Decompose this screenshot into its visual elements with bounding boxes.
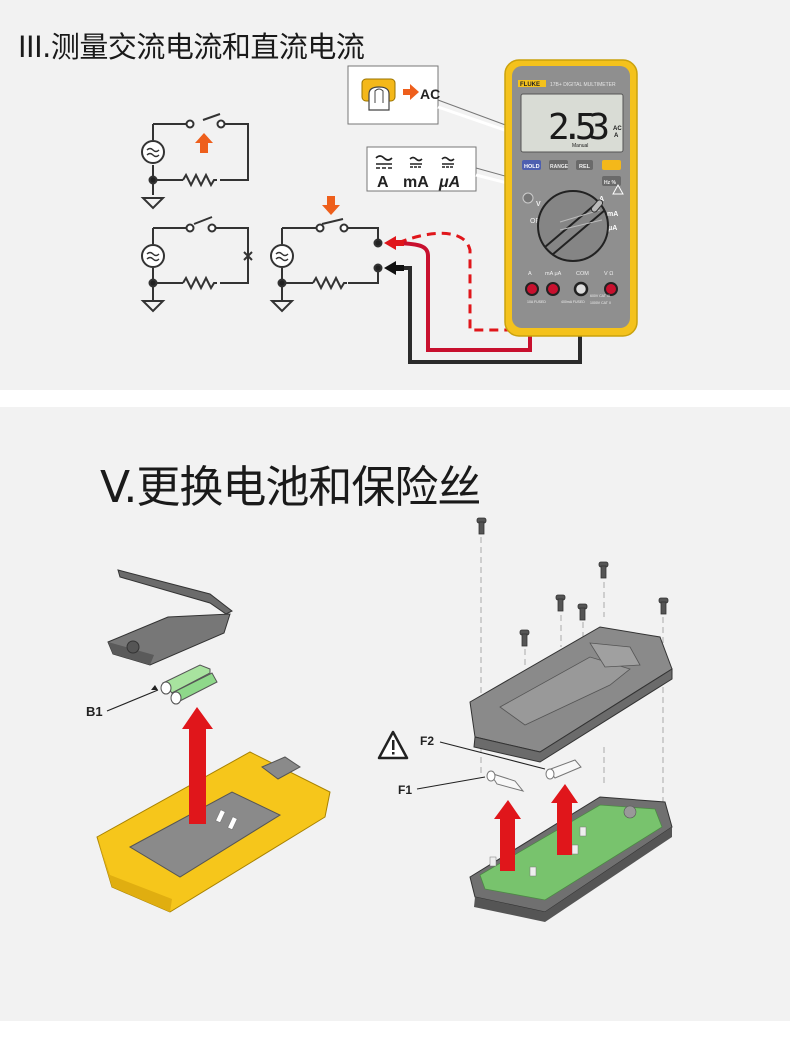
current-measurement-diagram: AC A mA μA FLUKE 17B+ DIGITAL MULTIMETER… — [140, 59, 638, 364]
red-lead-dashed — [397, 231, 554, 332]
section-replace-battery-fuse: V.更换电池和保险丝 B1 — [0, 407, 790, 1021]
function-button[interactable] — [602, 160, 621, 170]
jack-ma-ua[interactable] — [546, 282, 560, 296]
red-lead — [397, 241, 532, 352]
jack-label-a: A — [528, 271, 532, 277]
screw-2 — [519, 629, 530, 669]
callout-ac-label: AC — [420, 86, 440, 102]
display-unit-ac: AC — [613, 126, 622, 132]
black-probe-arrow-icon — [384, 261, 404, 275]
range-label-ua: μA — [438, 174, 460, 191]
fuse-label-f1: F1 — [398, 783, 412, 797]
jack-note-cat2: 1000V CAT II — [590, 301, 611, 305]
jack-v-ohm[interactable] — [604, 282, 618, 296]
jack-note-ma: 400mA FUSED — [561, 300, 585, 304]
ground-icon — [140, 300, 166, 313]
circuit-3 — [269, 218, 383, 313]
batteries — [160, 664, 218, 705]
screw-6 — [658, 597, 669, 817]
dial-label-a: A — [599, 196, 604, 203]
break-mark-icon — [243, 251, 253, 261]
range-label-ma: mA — [403, 174, 429, 191]
ground-icon — [140, 197, 166, 210]
orange-down-arrow-icon — [322, 196, 340, 215]
brand-badge — [518, 80, 546, 87]
rotary-dial[interactable] — [537, 190, 609, 262]
meter-top-housing — [469, 626, 673, 763]
screw-5 — [598, 561, 609, 787]
jack-label-com: COM — [576, 271, 589, 277]
screw-4 — [577, 603, 588, 637]
yellow-function-button-press-icon — [361, 78, 396, 111]
resistor-icon — [182, 172, 217, 188]
red-up-arrow-icon — [182, 707, 213, 824]
resistor-icon — [182, 275, 217, 291]
jack-label-ma-ua: mA μA — [545, 271, 562, 277]
orange-up-arrow-icon — [195, 133, 213, 153]
fuse-label-f2: F2 — [420, 734, 434, 748]
test-leads — [397, 231, 582, 364]
rel-button[interactable] — [576, 160, 593, 170]
section-title-measure-current: III.测量交流电流和直流电流 — [18, 30, 365, 64]
multimeter: FLUKE 17B+ DIGITAL MULTIMETER 2.53 AC A … — [504, 59, 638, 337]
test-point-black — [373, 263, 383, 273]
range-button[interactable] — [549, 160, 568, 170]
ac-source-icon — [270, 244, 294, 268]
fuses — [486, 759, 582, 792]
black-lead — [398, 266, 582, 364]
circuit-2 — [140, 216, 253, 313]
screw-3 — [555, 594, 566, 647]
section-title-replace-battery-fuse: V.更换电池和保险丝 — [100, 462, 481, 513]
brand-label: FLUKE — [520, 82, 540, 88]
battery-label-b1: B1 — [86, 704, 103, 719]
rel-button-label: REL — [579, 164, 591, 170]
fuse-f1-pointer — [416, 776, 486, 790]
dial-label-ua: μA — [608, 225, 617, 232]
ac-source-icon — [141, 244, 165, 268]
battery-door — [107, 569, 233, 666]
jack-label-v-ohm: V Ω — [604, 271, 613, 277]
ground-icon — [269, 300, 295, 313]
test-point-red — [373, 238, 383, 248]
resistor-icon — [312, 275, 347, 291]
display-value: 2.53 — [548, 107, 610, 148]
range-button-label: RANGE — [550, 164, 569, 170]
lcd-display — [520, 93, 624, 153]
warning-icon — [612, 183, 624, 195]
fuse-f1 — [486, 770, 525, 792]
display-unit-a: A — [614, 133, 619, 139]
ac-dc-current-symbol-icon — [375, 155, 455, 169]
red-up-arrow-fuse-f1-icon — [494, 800, 521, 871]
temperature-position-icon — [522, 192, 534, 204]
hold-button[interactable] — [522, 160, 541, 170]
circuit-1 — [140, 113, 249, 210]
dial-label-ma: mA — [607, 211, 618, 218]
meter-case-back — [96, 751, 331, 913]
dial-label-v: V — [536, 201, 541, 208]
hold-button-label: HOLD — [524, 164, 540, 170]
battery-pointer — [106, 689, 159, 712]
hz-button[interactable] — [602, 176, 621, 186]
jack-note-cat3: 600V CAT III — [590, 294, 610, 298]
warning-triangle-icon — [377, 730, 409, 760]
red-probe-arrow-icon — [384, 236, 404, 250]
jack-note-a: 10A FUSED — [527, 300, 546, 304]
jack-com[interactable] — [573, 281, 589, 297]
orange-right-arrow-icon — [403, 84, 419, 100]
fuse-f2 — [545, 759, 582, 780]
battery-fuse-replacement-diagram: B1 — [86, 517, 673, 922]
section-measure-current: III.测量交流电流和直流电流 — [0, 0, 790, 390]
fuse-f2-pointer — [439, 741, 546, 770]
dial-label-off: OFF — [530, 218, 544, 225]
hz-button-label: Hz % — [604, 180, 617, 186]
jack-a[interactable] — [525, 282, 539, 296]
red-up-arrow-fuse-f2-icon — [551, 784, 578, 855]
range-label-a: A — [377, 174, 389, 191]
display-mode: Manual — [572, 143, 588, 149]
model-label: 17B+ DIGITAL MULTIMETER — [550, 82, 616, 88]
ac-source-icon — [141, 140, 165, 164]
